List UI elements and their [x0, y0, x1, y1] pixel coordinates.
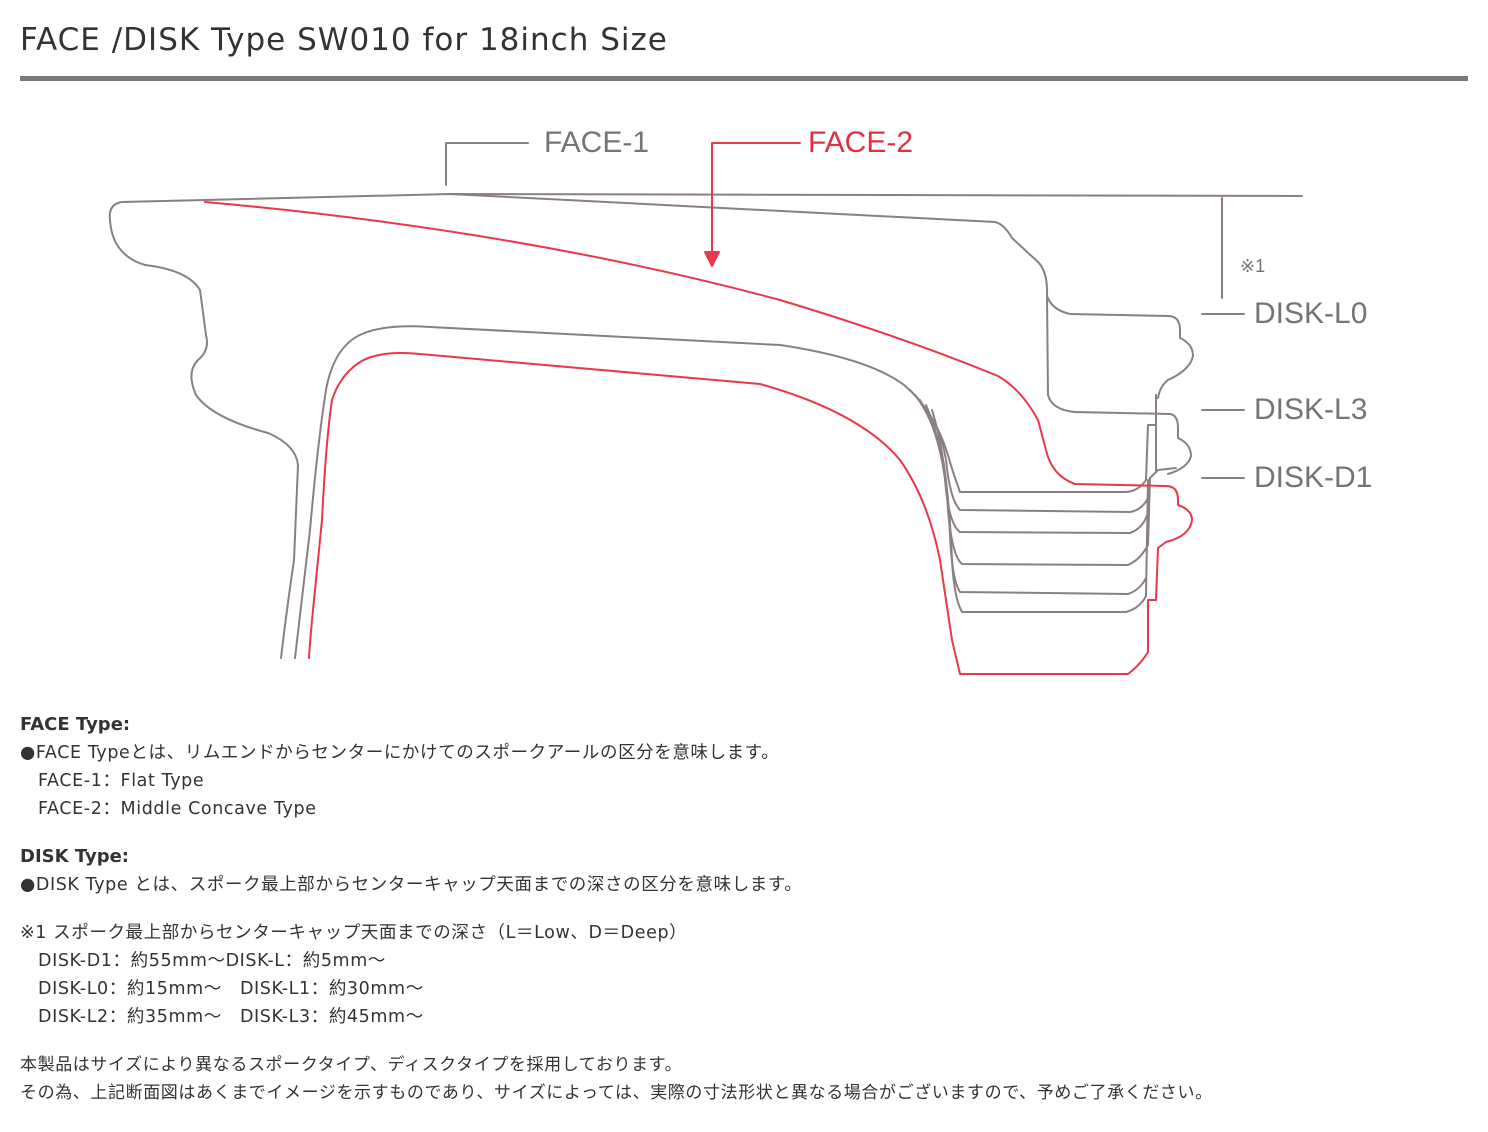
note-mark-label: ※1: [1240, 256, 1265, 276]
face-type-heading: FACE Type:: [20, 714, 131, 735]
disk-type-description: ●DISK Type とは、スポーク最上部からセンターキャップ天面までの深さの区…: [20, 875, 803, 895]
depth-note-row: DISK-D1：約55mm〜DISK-L：約5mm〜: [38, 951, 386, 971]
depth-note-row: DISK-L2：約35mm〜 DISK-L3：約45mm〜: [38, 1007, 424, 1027]
title-divider: [20, 76, 1468, 81]
face2-leader: [711, 142, 801, 261]
face2-label: FACE-2: [808, 126, 913, 159]
footer-line: 本製品はサイズにより異なるスポークタイプ、ディスクタイプを採用しております。: [20, 1055, 683, 1075]
disk-type-section: DISK Type: ●DISK Type とは、スポーク最上部からセンターキャ…: [20, 843, 802, 899]
disk-l3-step: [1046, 295, 1192, 475]
wheel-cross-section-diagram: FACE-1 FACE-2 ※1 DISK-L0 DISK-L3 DISK-D1: [108, 126, 1372, 675]
disk-l3-label: DISK-L3: [1254, 393, 1367, 426]
face-type-item: FACE-2：Middle Concave Type: [38, 799, 317, 819]
face2-spoke-line: [204, 201, 1193, 675]
footer-notice: 本製品はサイズにより異なるスポークタイプ、ディスクタイプを採用しております。 そ…: [20, 1051, 1213, 1107]
face-type-section: FACE Type: ●FACE Typeとは、リムエンドからセンターにかけての…: [20, 711, 779, 823]
reference-line: [204, 193, 1303, 201]
inner-barrel-gray: [294, 325, 1157, 659]
disk-d1-label: DISK-D1: [1254, 461, 1372, 494]
page-title: FACE /DISK Type SW010 for 18inch Size: [20, 22, 668, 58]
face1-label: FACE-1: [544, 126, 649, 159]
face1-leader: [445, 142, 529, 186]
rim-outer-profile: [108, 199, 299, 659]
disk-depth-line: [931, 409, 1149, 613]
face1-spoke-line: [449, 193, 1194, 399]
depth-note-title: ※1 スポーク最上部からセンターキャップ天面までの深さ（L＝Low、D＝Deep…: [20, 923, 688, 943]
face-type-description: ●FACE Typeとは、リムエンドからセンターにかけてのスポークアールの区分を…: [20, 743, 780, 763]
disk-type-heading: DISK Type:: [20, 846, 129, 867]
depth-note-row: DISK-L0：約15mm〜 DISK-L1：約30mm〜: [38, 979, 424, 999]
disk-depth-line: [919, 399, 1177, 566]
disk-l0-label: DISK-L0: [1254, 297, 1367, 330]
depth-note-section: ※1 スポーク最上部からセンターキャップ天面までの深さ（L＝Low、D＝Deep…: [20, 919, 687, 1031]
face2-arrowhead: [704, 251, 720, 267]
face-type-item: FACE-1：Flat Type: [38, 771, 205, 791]
footer-line: その為、上記断面図はあくまでイメージを示すものであり、サイズによっては、実際の寸…: [20, 1083, 1213, 1103]
